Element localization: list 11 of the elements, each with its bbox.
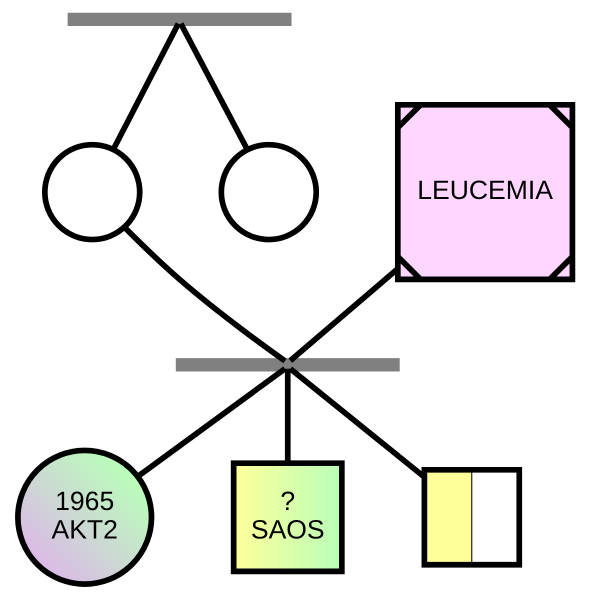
connector xyxy=(178,22,250,151)
node-box: ? SAOS xyxy=(230,460,345,574)
connector xyxy=(136,366,287,479)
connector xyxy=(110,22,181,151)
connector xyxy=(122,225,287,364)
node-bar xyxy=(68,12,292,26)
node-circle: 1965 AKT2 xyxy=(15,448,154,587)
connector xyxy=(284,368,291,464)
node-circle xyxy=(218,142,320,242)
node-bar xyxy=(176,358,400,372)
node-circle xyxy=(42,142,143,242)
